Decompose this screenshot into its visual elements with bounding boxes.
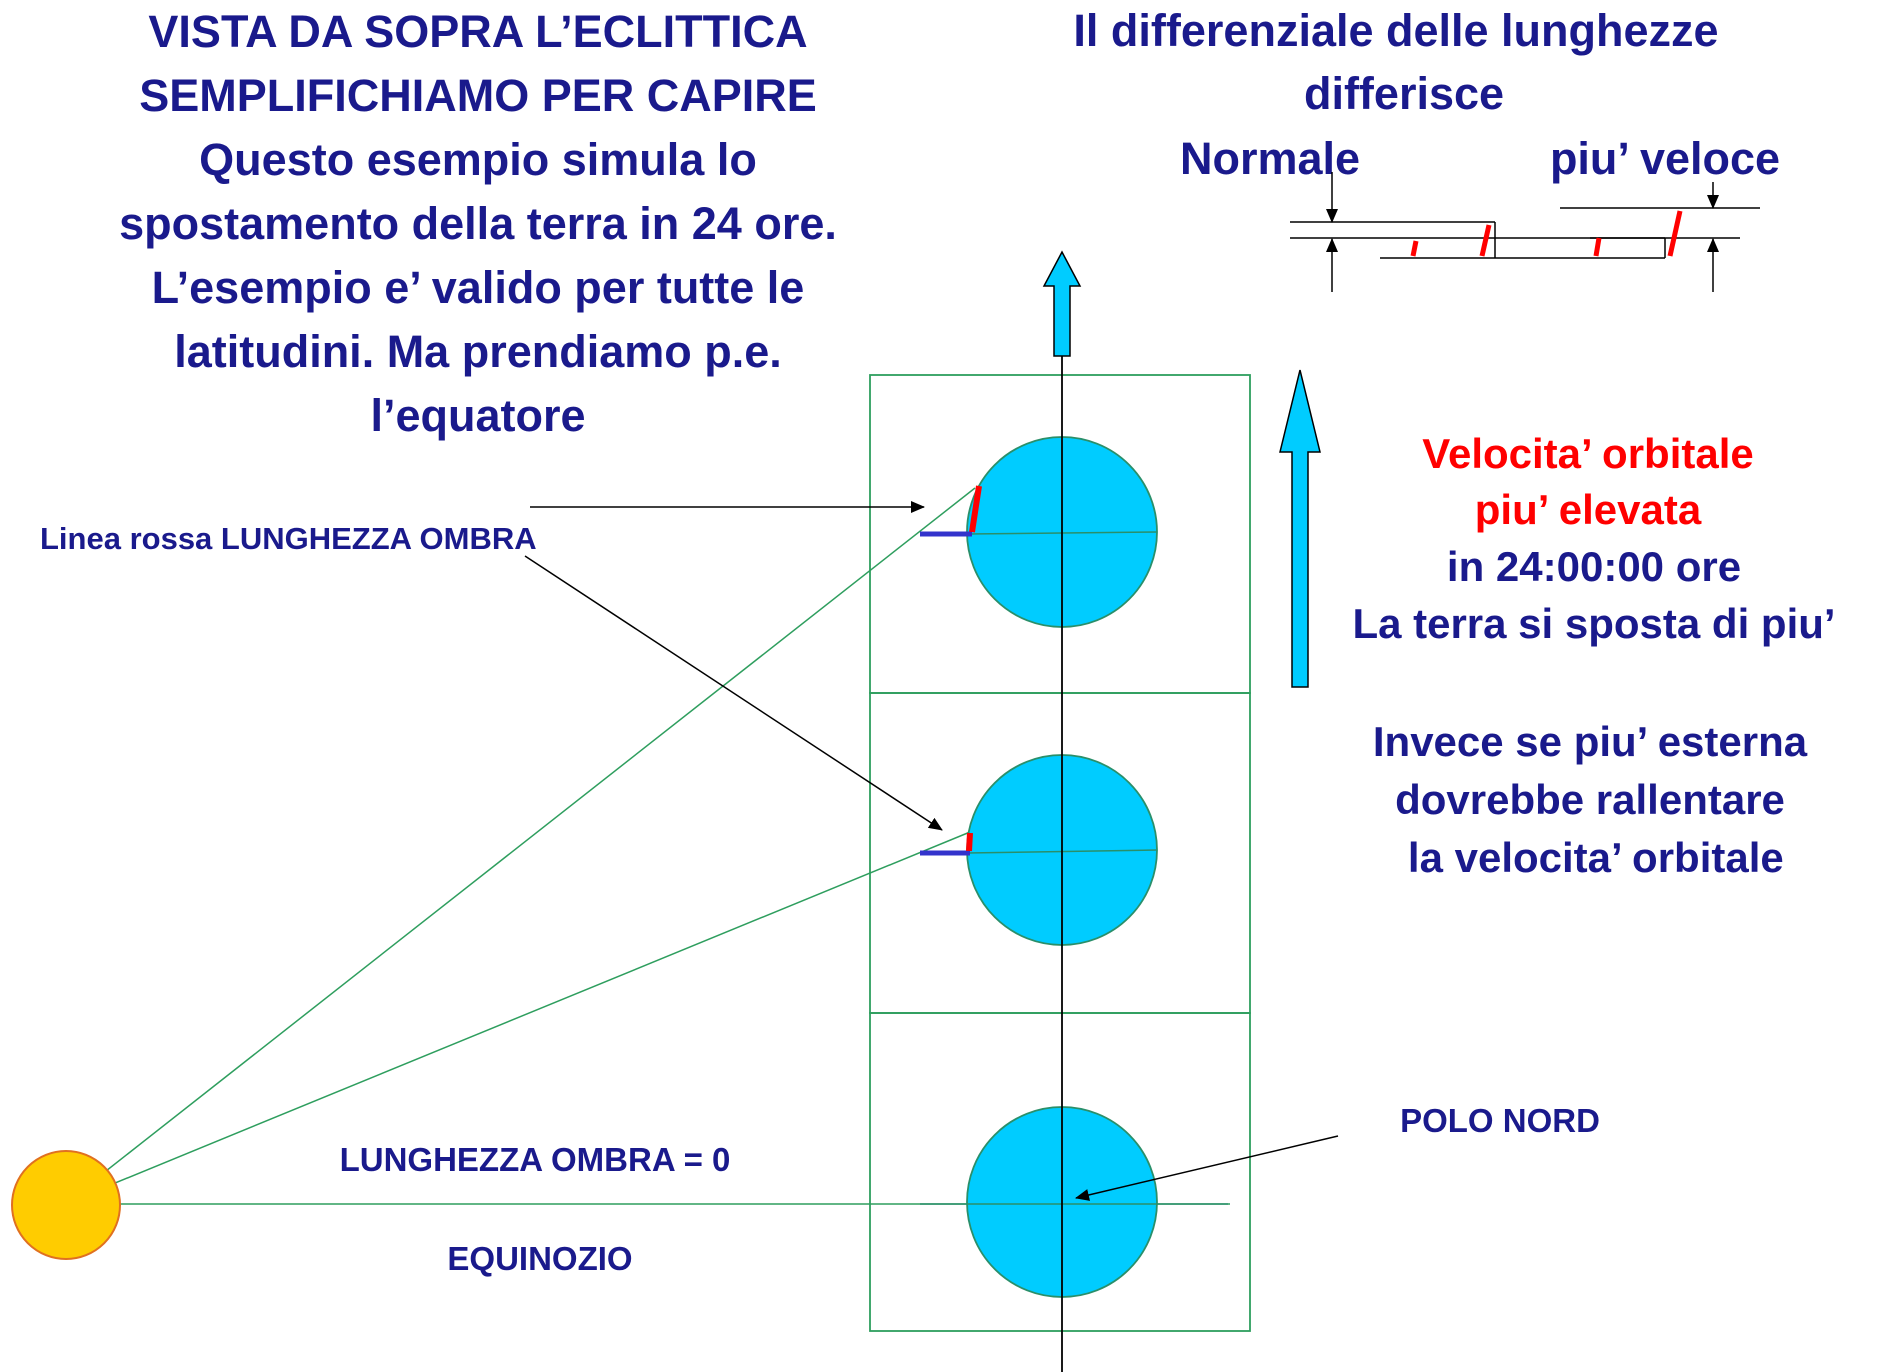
title-left-line-1: VISTA DA SOPRA L’ECLITTICA [148,6,807,57]
title-left: VISTA DA SOPRA L’ECLITTICA SEMPLIFICHIAM… [119,6,837,441]
pointer-arrow-middle [524,555,943,831]
invece-line-1: Invece se piu’ esterna [1373,718,1808,765]
differential-shadow-marks [1410,210,1683,257]
label-linea-rossa: Linea rossa LUNGHEZZA OMBRA [40,521,537,556]
up-arrow-icon [1042,250,1082,357]
velocita-line-1: Velocita’ orbitale [1422,430,1753,477]
label-normale: Normale [1180,133,1360,184]
label-polo-nord: POLO NORD [1400,1102,1600,1139]
frame-bottom [869,1012,1251,1332]
velocita-line-3: in 24:00:00 ore [1447,543,1741,590]
title-right-line-2: differisce [1304,68,1504,119]
title-left-line-7: l’equatore [370,390,585,441]
sun-icon [11,1150,121,1260]
differential-diagram [1290,172,1760,292]
label-equinozio: EQUINOZIO [447,1240,632,1277]
earth-bottom [920,1106,1228,1298]
label-ombra-zero: LUNGHEZZA OMBRA = 0 [340,1141,731,1178]
frames [869,374,1251,1332]
shadow-marker-middle [920,832,973,856]
title-left-line-5: L’esempio e’ valido per tutte le [152,262,805,313]
shadow-marker-top [920,485,982,537]
title-left-line-4: spostamento della terra in 24 ore. [119,198,837,249]
pointer-arrow-polo-nord [1075,1135,1339,1201]
velocity-arrow-icon [1279,369,1321,688]
pointer-arrows [524,501,1339,1201]
title-left-line-2: SEMPLIFICHIAMO PER CAPIRE [139,70,817,121]
title-left-line-3: Questo esempio simula lo [199,134,757,185]
label-piu-veloce: piu’ veloce [1550,133,1780,184]
velocita-line-2: piu’ elevata [1475,486,1702,533]
velocita-line-4: La terra si sposta di piu’ [1352,600,1835,647]
title-right: Il differenziale delle lunghezze differi… [1073,5,1718,119]
title-right-line-1: Il differenziale delle lunghezze [1073,5,1718,56]
invece-line-2: dovrebbe rallentare [1395,776,1785,823]
title-left-line-6: latitudini. Ma prendiamo p.e. [174,326,782,377]
velocita-block: Velocita’ orbitale piu’ elevata in 24:00… [1352,430,1835,647]
invece-block: Invece se piu’ esterna dovrebbe rallenta… [1373,718,1808,881]
invece-line-3: la velocita’ orbitale [1396,834,1784,881]
